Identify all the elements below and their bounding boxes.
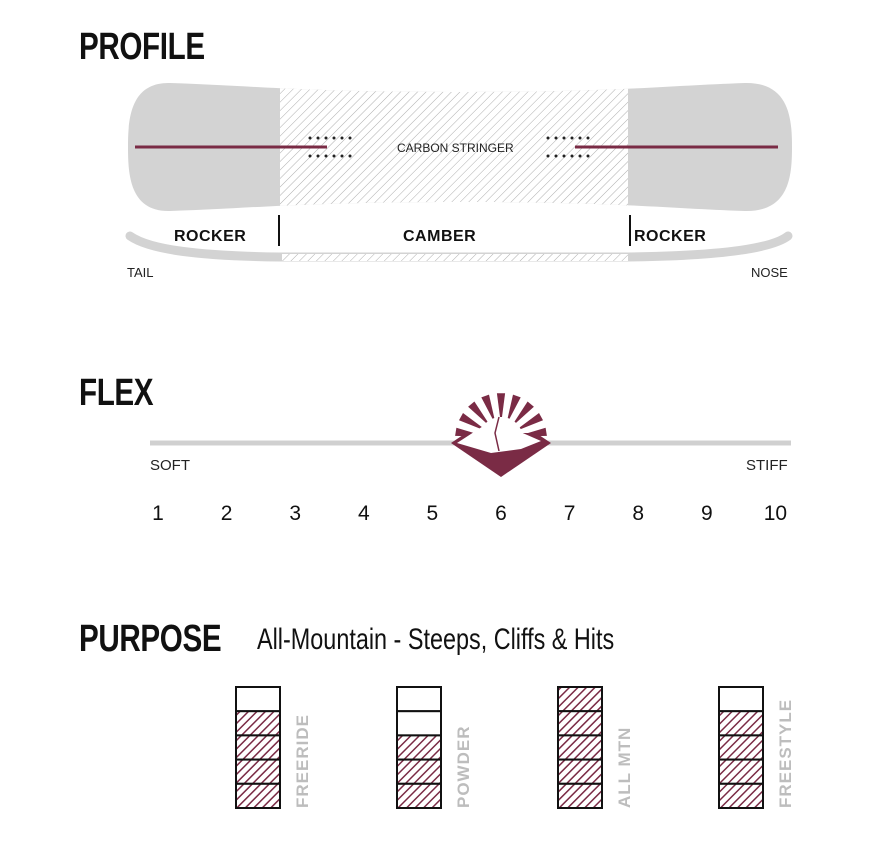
profile-heading: PROFILE <box>79 26 205 68</box>
flex-soft-label: SOFT <box>150 457 190 474</box>
insert-dot <box>570 154 574 158</box>
rating-cell-filled <box>557 686 603 713</box>
flex-scale-number: 3 <box>289 502 302 525</box>
purpose-category-label: FREERIDE <box>293 714 312 808</box>
flex-scale-number: 1 <box>152 502 164 525</box>
insert-dot <box>554 136 558 140</box>
insert-dot <box>332 136 336 140</box>
insert-dot <box>562 136 566 140</box>
rating-cell-empty <box>718 686 764 713</box>
sun-ray <box>519 413 543 430</box>
flex-scale-number: 10 <box>763 502 788 525</box>
insert-dot <box>562 154 566 158</box>
purpose-subtitle: All-Mountain - Steeps, Cliffs & Hits <box>257 623 615 656</box>
flex-scale-number: 6 <box>495 502 507 525</box>
sun-ray <box>468 401 488 423</box>
rating-cell-filled <box>557 782 603 809</box>
tail-label: TAIL <box>127 265 154 280</box>
rating-cell-filled <box>718 710 764 737</box>
rating-cell-filled <box>718 782 764 809</box>
flex-stiff-label: STIFF <box>746 457 788 474</box>
rating-cell-filled <box>396 734 442 761</box>
insert-dot <box>570 136 574 140</box>
insert-dot <box>586 154 590 158</box>
flex-scale-number: 5 <box>426 502 439 525</box>
insert-dot <box>578 136 582 140</box>
rating-cell-filled <box>718 734 764 761</box>
rating-cell-filled <box>396 782 442 809</box>
purpose-heading: PURPOSE <box>79 618 222 660</box>
sun-ray <box>459 413 483 430</box>
rating-cell-filled <box>557 758 603 785</box>
zone-rocker-tail: ROCKER <box>174 228 247 245</box>
rating-cell-filled <box>718 758 764 785</box>
sun-ray <box>481 394 495 419</box>
insert-dot <box>340 136 344 140</box>
flex-heading: FLEX <box>79 372 154 414</box>
insert-dot <box>546 136 550 140</box>
rating-cell-filled <box>396 758 442 785</box>
insert-dots <box>308 136 590 158</box>
insert-dot <box>578 154 582 158</box>
flex-scale-number: 2 <box>220 502 233 525</box>
insert-dot <box>308 154 312 158</box>
insert-dot <box>554 154 558 158</box>
nose-label: NOSE <box>751 265 788 280</box>
insert-dot <box>332 154 336 158</box>
purpose-rating-bars <box>235 686 764 809</box>
purpose-category-label: POWDER <box>454 725 473 809</box>
rating-cell-empty <box>396 710 442 737</box>
rating-cell-empty <box>396 686 442 713</box>
insert-dot <box>348 154 352 158</box>
insert-dot <box>324 136 328 140</box>
board-side-profile <box>125 215 793 262</box>
zone-rocker-nose: ROCKER <box>634 228 707 245</box>
insert-dot <box>308 136 312 140</box>
rating-cell-filled <box>235 782 281 809</box>
purpose-category-label: FREESTYLE <box>776 698 795 808</box>
flex-scale-number: 4 <box>357 502 370 525</box>
rating-cell-filled <box>557 734 603 761</box>
insert-dot <box>546 154 550 158</box>
sun-ray <box>507 394 521 419</box>
flex-scale-number: 9 <box>700 502 713 525</box>
carbon-stringer-label: CARBON STRINGER <box>397 141 514 155</box>
sun-ray <box>514 401 534 423</box>
rating-cell-filled <box>557 710 603 737</box>
rating-cell-empty <box>235 686 281 713</box>
sun-ray <box>522 427 547 437</box>
flex-marker-icon <box>451 393 551 477</box>
insert-dot <box>340 154 344 158</box>
rating-cell-filled <box>235 710 281 737</box>
rating-cell-filled <box>235 758 281 785</box>
insert-dot <box>324 154 328 158</box>
insert-dot <box>348 136 352 140</box>
flex-scale-number: 7 <box>563 502 576 525</box>
flex-scale-number: 8 <box>632 502 645 525</box>
rating-cell-filled <box>235 734 281 761</box>
insert-dot <box>316 136 320 140</box>
insert-dot <box>586 136 590 140</box>
zone-camber: CAMBER <box>403 228 477 245</box>
purpose-category-label: ALL MTN <box>615 726 634 808</box>
sun-ray <box>496 393 506 417</box>
insert-dot <box>316 154 320 158</box>
